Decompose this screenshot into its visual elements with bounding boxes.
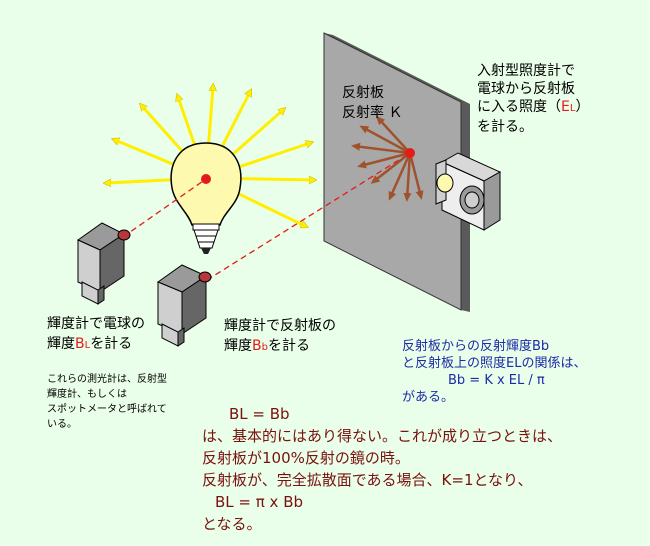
plate-label-suffix: を計る (267, 338, 310, 354)
reflector-title-line2: 反射率 Ｋ (342, 105, 403, 121)
reflector-title-line1: 反射板 (342, 85, 384, 101)
bl-subscript: L (84, 340, 91, 351)
bulb-label-suffix: を計る (90, 336, 133, 352)
explanation-line3: 反射板が、完全拡散面である場合、K=1となり、 (202, 471, 533, 489)
incident-label-line1: 入射型照度計で (477, 63, 575, 79)
reflector-title: 反射板 反射率 Ｋ (342, 83, 402, 123)
reflected-rays (351, 115, 424, 202)
reflector-spot (405, 148, 415, 158)
bulb-luminance-meter (77, 222, 131, 305)
plate-luminance-meter (156, 264, 212, 347)
explanation-line4: となる。 (202, 515, 262, 533)
el-subscript: L (569, 103, 576, 114)
light-bulb (170, 142, 242, 254)
explanation-formula2: BL = π x Bb (215, 493, 304, 511)
bb-symbol: B (252, 338, 262, 354)
note-line3: スポットメータと呼ばれて (47, 404, 167, 415)
plate-label-line2: 輝度Bbを計る (224, 336, 336, 358)
incident-meter-label: 入射型照度計で 電球から反射板 に入る照度（EL） を計る。 (477, 62, 589, 136)
bulb-label-line1: 輝度計で電球の (47, 316, 145, 332)
relation-line2: と反射板上の照度ELの関係は、 (402, 356, 587, 371)
explanation-text: BL = Bb は、基本的にはあり得ない。これが成り立つときは、 反射板が100… (202, 403, 562, 535)
relation-line4: がある。 (402, 390, 455, 405)
sight-lines (122, 152, 411, 281)
bl-symbol: B (75, 336, 85, 352)
note-line1: これらの測光計は、反射型 (47, 374, 167, 385)
incident-label-line3-suffix: ） (575, 99, 590, 115)
bulb-label-line2: 輝度BLを計る (47, 334, 145, 356)
incident-meter (435, 152, 502, 231)
bulb-meter-label: 輝度計で電球の 輝度BLを計る (47, 314, 145, 356)
bb-subscript: b (261, 342, 268, 353)
incident-label-line3-prefix: に入る照度（ (477, 99, 561, 115)
explanation-formula1: BL = Bb (229, 405, 290, 423)
note-line2: 輝度計、もしくは (47, 389, 127, 400)
explanation-line1: は、基本的にはあり得ない。これが成り立つときは、 (202, 427, 563, 445)
plate-label-line1: 輝度計で反射板の (224, 318, 336, 334)
note-line4: いる。 (47, 419, 77, 430)
relation-line1: 反射板からの反射輝度Bb (402, 339, 550, 354)
relation-text: 反射板からの反射輝度Bb と反射板上の照度ELの関係は、 Bb = K x EL… (402, 338, 586, 406)
el-symbol: E (561, 99, 570, 115)
incident-label-line2: 電球から反射板 (477, 81, 575, 97)
incident-label-line4: を計る。 (477, 119, 533, 135)
explanation-line2: 反射板が100%反射の鏡の時。 (202, 449, 410, 467)
meter-note: これらの測光計は、反射型 輝度計、もしくは スポットメータと呼ばれて いる。 (47, 372, 167, 432)
plate-label-prefix: 輝度 (224, 338, 252, 354)
incident-label-line3: に入る照度（EL） (477, 98, 589, 118)
relation-formula: Bb = K x EL / π (448, 373, 545, 388)
plate-meter-label: 輝度計で反射板の 輝度Bbを計る (224, 316, 336, 358)
bulb-label-prefix: 輝度 (47, 336, 75, 352)
reflector-plate (323, 32, 470, 312)
